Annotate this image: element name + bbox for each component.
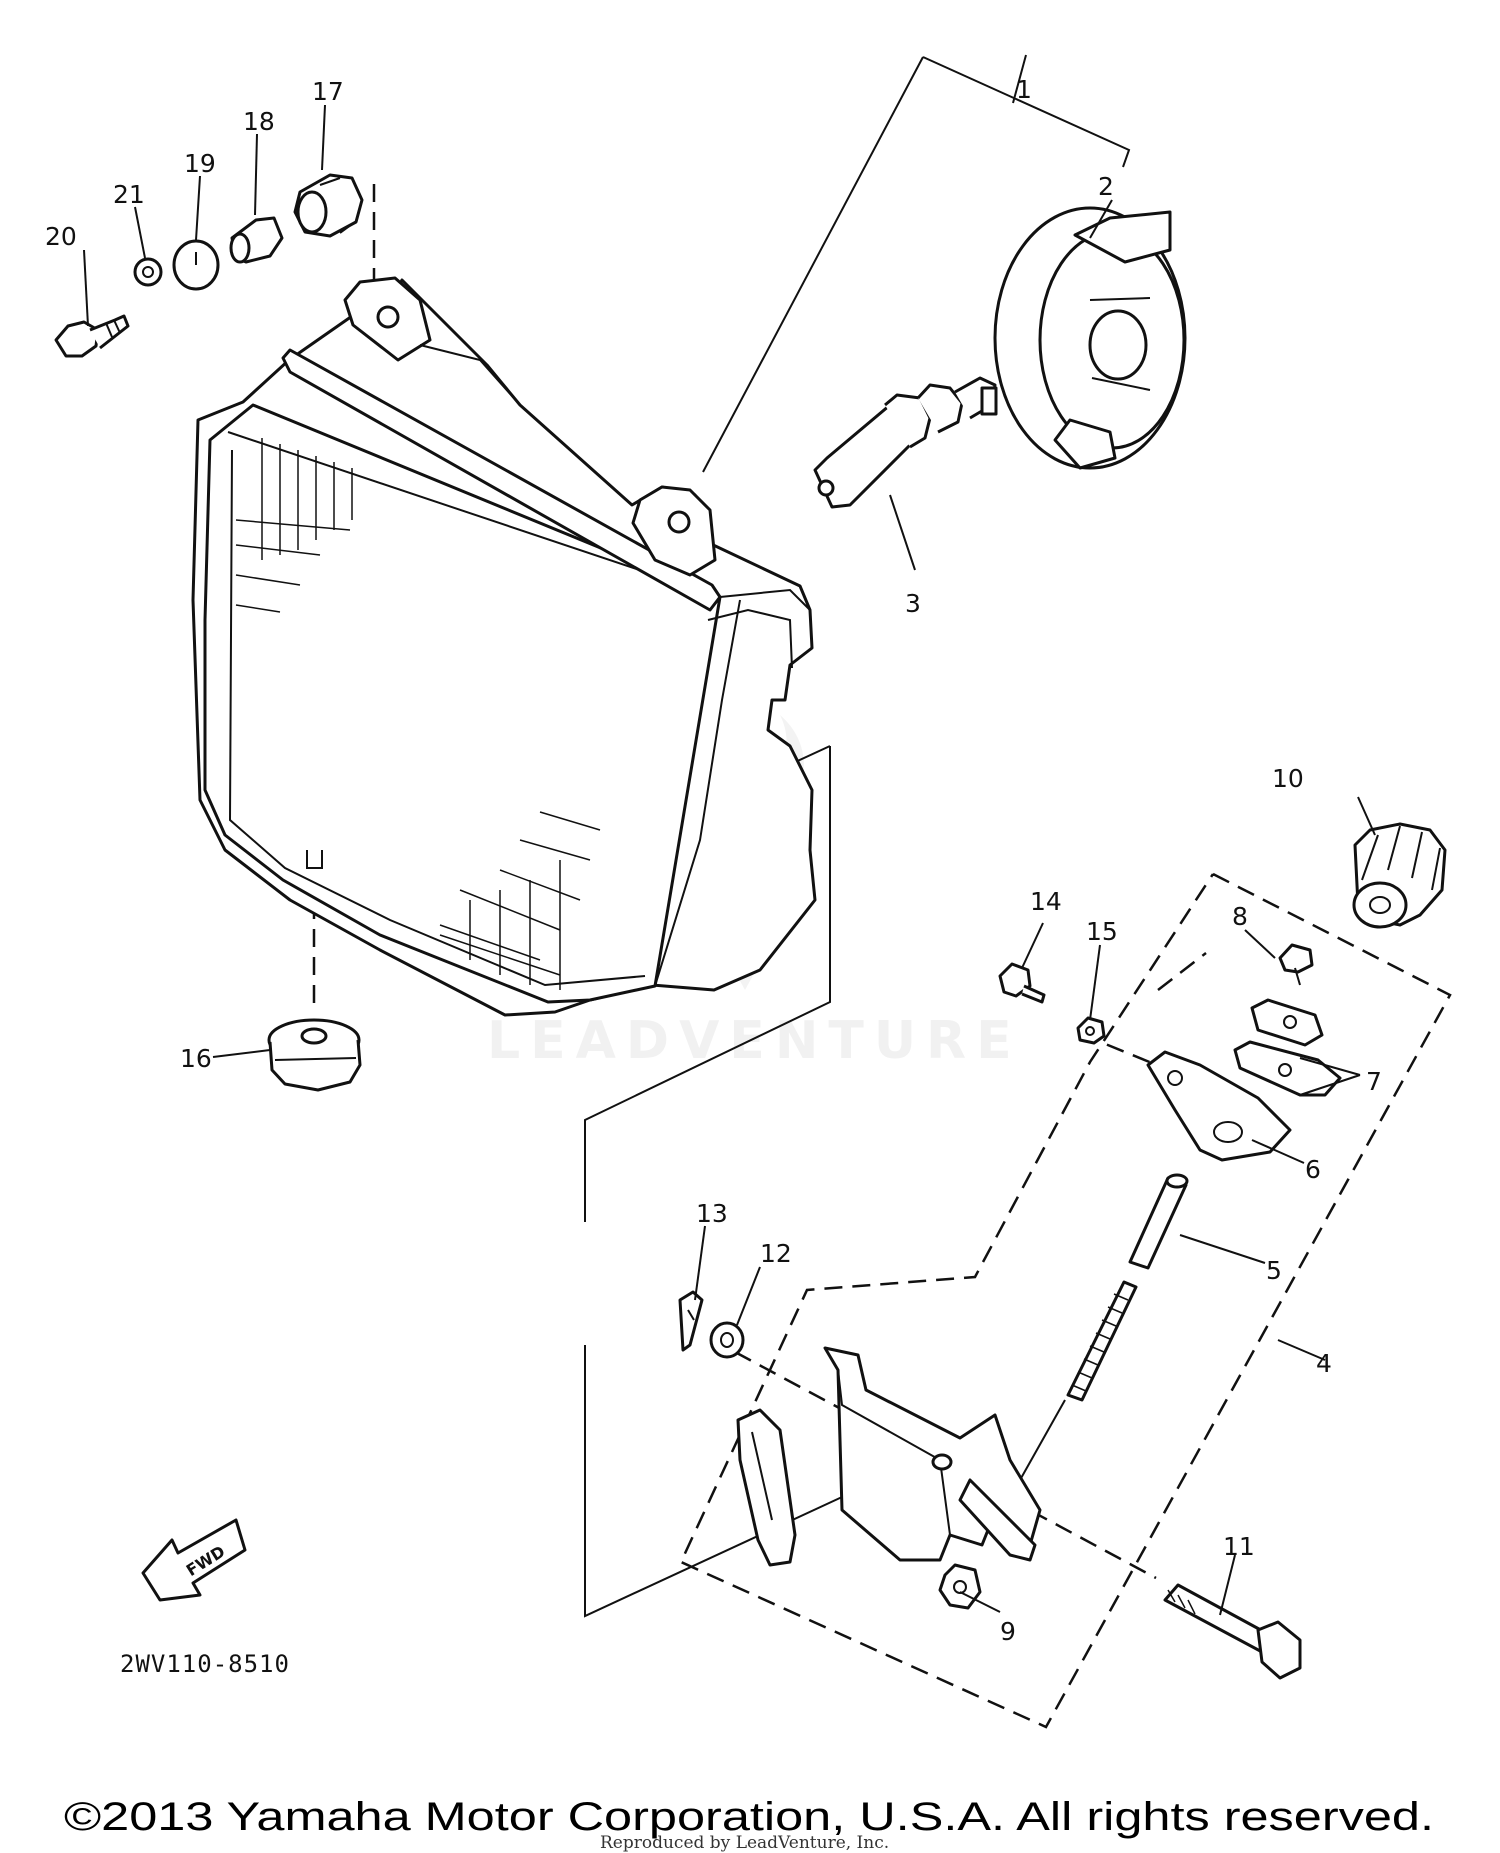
callout-2: 2 — [1098, 172, 1114, 201]
bolt-11 — [1163, 1583, 1302, 1680]
callout-8: 8 — [1232, 902, 1248, 931]
collar-18 — [229, 216, 284, 264]
callout-7: 7 — [1366, 1067, 1382, 1096]
callout-21: 21 — [113, 180, 145, 209]
stay-bracket — [823, 1346, 1042, 1562]
bulb-cover — [993, 206, 1187, 470]
rubber-pad — [736, 1408, 797, 1567]
plate-7 — [1233, 998, 1342, 1097]
callout-14: 14 — [1030, 887, 1062, 916]
callout-numbers: 1 2 3 4 5 6 7 8 9 10 11 12 13 14 15 16 1… — [45, 75, 1382, 1646]
callout-12: 12 — [760, 1239, 792, 1268]
threaded-rod — [1019, 1280, 1138, 1481]
clip-13 — [678, 1290, 704, 1352]
lock-washer-21 — [133, 257, 163, 287]
headlight-bulb — [813, 376, 998, 509]
nut-12 — [709, 1321, 745, 1359]
bracket-6 — [1146, 1050, 1292, 1162]
callout-17: 17 — [312, 77, 344, 106]
callout-1: 1 — [1016, 75, 1032, 104]
callout-16: 16 — [180, 1044, 212, 1073]
grommet-16 — [267, 1018, 362, 1092]
callout-6: 6 — [1305, 1155, 1321, 1184]
shaft-5 — [1128, 1173, 1189, 1270]
adjuster-knob-10 — [1352, 822, 1447, 929]
callout-20: 20 — [45, 222, 77, 251]
mount-hardware — [54, 173, 364, 1092]
screw-8 — [1278, 943, 1314, 986]
nut-9 — [938, 1563, 982, 1610]
headlight-unit — [191, 276, 817, 1017]
copyright-notice: ©2013 Yamaha Motor Corporation, U.S.A. A… — [64, 1795, 1434, 1839]
callout-13: 13 — [696, 1199, 728, 1228]
leader-lines — [83, 104, 1376, 1616]
reproduced-note: Reproduced by LeadVenture, Inc. — [600, 1833, 889, 1853]
bolt-14 — [998, 962, 1046, 1004]
adjuster-assembly — [678, 822, 1447, 1680]
bolt-20 — [54, 314, 130, 358]
callout-9: 9 — [1000, 1617, 1016, 1646]
callout-11: 11 — [1223, 1532, 1255, 1561]
fwd-arrow: FWD — [141, 1518, 247, 1602]
callout-5: 5 — [1266, 1256, 1282, 1285]
callout-19: 19 — [184, 149, 216, 178]
callout-18: 18 — [243, 107, 275, 136]
callout-4: 4 — [1316, 1349, 1332, 1378]
model-code: 2WV110-8510 — [120, 1650, 290, 1678]
washer-19 — [172, 239, 220, 291]
callout-15: 15 — [1086, 917, 1118, 946]
grommet-17 — [293, 173, 364, 238]
callout-3: 3 — [905, 589, 921, 618]
callout-10: 10 — [1272, 764, 1304, 793]
nut-15 — [1076, 1016, 1106, 1045]
watermark-text: LEADVENTURE — [487, 1011, 1022, 1071]
